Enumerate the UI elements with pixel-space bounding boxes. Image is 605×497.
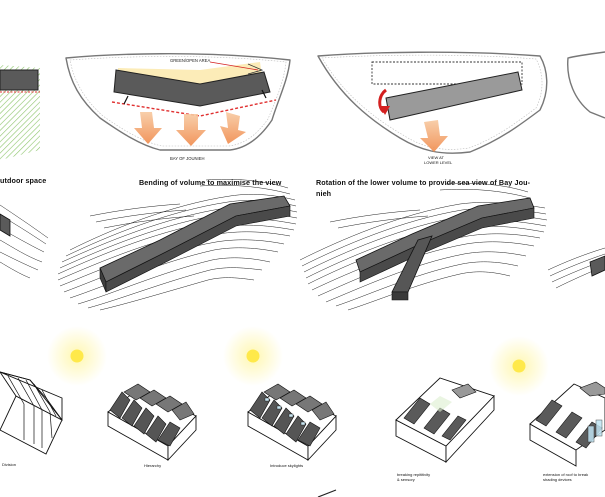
massing-breaking: breaking repititivity & sensory [395,377,495,482]
label-breaking-line2: & sensory [397,477,415,482]
view-arrows [134,112,246,146]
massing-extension: extension of roof to break shading devic… [529,381,605,482]
label-bay-of-jounieh: BAY OF JOUNIEH [170,156,205,161]
plan-rotation: VIEW AT LOWER LEVEL Rotation of the lowe… [316,51,548,198]
topo-model-bent [57,179,298,311]
plan-outdoor-space: utdoor space [0,65,46,185]
topo-model-right-cropped [547,247,605,289]
label-extension-line2: shading devices [543,477,572,482]
caption-outdoor-space: utdoor space [0,176,46,185]
label-breaking-line1: breaking repititivity [397,472,430,477]
label-hierarchy: Hierarchy [144,463,161,468]
label-division: Division [2,462,16,467]
topo-model-left-cropped [0,204,49,279]
caption-rotation-line1: Rotation of the lower volume to provide … [316,178,531,187]
label-extension-line1: extension of roof to break [543,472,588,477]
plan-bending: GREEN/OPEN AREA BAY OF JOUNIEH Bending o… [65,53,291,187]
caption-rotation-line2: nieh [316,189,331,198]
massing-hierarchy: Hierarchy [107,383,197,468]
sun-icon [70,349,84,363]
label-skylights: Introduce skylights [270,463,303,468]
sun-icon [512,359,526,373]
label-green-open-area: GREEN/OPEN AREA [170,58,210,63]
sun-glows [47,326,549,396]
sun-icon [246,349,260,363]
rotated-volume [385,71,523,121]
label-lower-level: LOWER LEVEL [424,160,453,165]
plan-cropped-right [567,51,605,119]
massing-division: Division [0,371,63,467]
label-view-at: VIEW AT [428,155,444,160]
bent-volume [113,69,271,107]
caption-bending: Bending of volume to maximise the view [139,178,282,187]
massing-skylights: Introduce skylights [247,383,337,468]
topo-model-rotated [299,183,548,311]
cropped-edge-mark [317,489,337,497]
